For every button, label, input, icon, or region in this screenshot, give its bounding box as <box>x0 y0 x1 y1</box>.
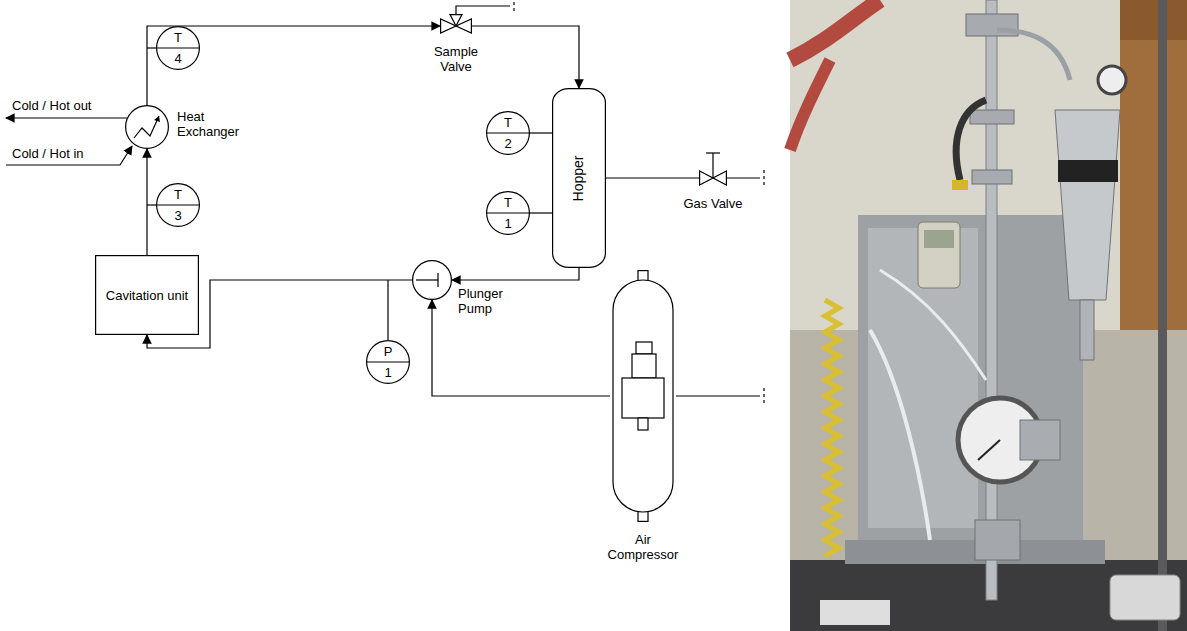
pipe-connector <box>147 26 440 105</box>
apparatus-photo <box>790 0 1187 631</box>
valve-stem <box>712 153 713 178</box>
instrument-divider <box>157 204 200 205</box>
instrument-divider <box>157 47 200 48</box>
instrument-circle <box>157 184 200 227</box>
node-label: Gas Valve <box>681 196 745 211</box>
compressor-part <box>636 342 652 354</box>
pipe-connector <box>452 268 579 280</box>
pump-mark <box>437 273 438 287</box>
three-way-valve: Sample Valve <box>440 14 472 38</box>
compressor-tank <box>613 280 673 512</box>
stream-label: Cold / Hot in <box>12 146 84 161</box>
node-label: Sample Valve <box>428 44 484 74</box>
valve-handle <box>706 152 720 153</box>
pump-mark <box>416 279 438 280</box>
line-terminal <box>513 2 514 14</box>
instrument-number: 1 <box>486 216 530 231</box>
instrument-number: 3 <box>156 208 200 223</box>
instrument-circle <box>157 27 200 70</box>
instrument-leader <box>147 47 156 48</box>
instrument-divider <box>367 361 410 362</box>
instrument-number: 4 <box>156 51 200 66</box>
node-outline <box>125 105 169 149</box>
node-outline <box>699 166 727 190</box>
compressor-part <box>638 418 648 430</box>
instrument-divider <box>487 212 530 213</box>
gas-inlet-line <box>727 177 760 178</box>
instrument-number: 2 <box>486 136 530 151</box>
compressor-nub <box>638 511 648 521</box>
compressor-nub <box>638 271 648 281</box>
node-label: Air Compressor <box>602 532 684 562</box>
pump-symbol: Plunger Pump <box>412 260 452 300</box>
instrument-leader <box>387 280 388 340</box>
instrument-letter: T <box>486 115 530 130</box>
heat-exchanger-symbol: Heat Exchanger <box>125 105 169 149</box>
pipe-connector <box>146 149 147 255</box>
node-label: Hopper <box>571 155 586 201</box>
instrument-number: 1 <box>366 365 410 380</box>
pressure-indicator: P1 <box>366 340 410 384</box>
pump-circle <box>413 261 452 300</box>
pipe-connector <box>606 177 699 178</box>
air-supply-line <box>676 395 760 396</box>
instrument-letter: T <box>156 30 200 45</box>
node-outline <box>610 270 676 522</box>
node-outline <box>412 260 452 300</box>
exchanger-circle <box>126 106 169 149</box>
process-lines <box>6 2 764 404</box>
box-outline <box>96 256 199 335</box>
hopper-vessel: Hopper <box>552 88 606 268</box>
compressor-part <box>622 378 664 418</box>
exchanger-coil-head <box>154 116 160 122</box>
sample-branch-line <box>456 6 510 14</box>
temperature-indicator: T1 <box>486 191 530 235</box>
node-label: Plunger Pump <box>458 286 514 316</box>
temperature-indicator: T3 <box>156 183 200 227</box>
instrument-letter: T <box>156 187 200 202</box>
pipe-connector <box>530 132 552 133</box>
stream-label: Cold / Hot out <box>12 98 92 113</box>
vessel-outline <box>553 89 606 268</box>
utility-in-line <box>6 146 132 165</box>
compressor-part <box>632 354 656 378</box>
instrument-circle <box>487 192 530 235</box>
node-outline <box>440 14 472 38</box>
line-terminal <box>763 170 764 186</box>
line-terminal <box>763 388 764 404</box>
instrument-circle <box>487 112 530 155</box>
valve-triangle <box>700 171 713 185</box>
instrument-circle <box>367 341 410 384</box>
pipe-connector <box>530 212 552 213</box>
air-compressor: Air Compressor <box>610 270 676 522</box>
gas-valve: Gas Valve <box>699 166 727 190</box>
instrument-letter: P <box>366 344 410 359</box>
pipe-connector <box>472 26 579 88</box>
utility-out-line <box>6 117 127 118</box>
process-box: Cavitation unit <box>95 255 199 335</box>
instrument-leader <box>147 204 156 205</box>
instrument-divider <box>487 132 530 133</box>
temperature-indicator: T2 <box>486 111 530 155</box>
node-label: Heat Exchanger <box>177 109 243 139</box>
instrument-letter: T <box>486 195 530 210</box>
valve-triangle <box>713 171 726 185</box>
exchanger-coil <box>134 116 159 138</box>
temperature-indicator: T4 <box>156 26 200 70</box>
valve-triangle <box>450 15 462 26</box>
node-label: Cavitation unit <box>101 288 193 303</box>
